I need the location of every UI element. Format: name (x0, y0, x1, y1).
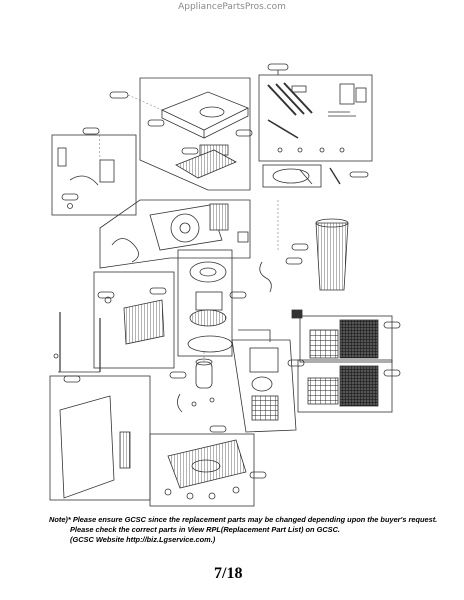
fan-motor-group (177, 249, 247, 357)
condenser-coil-group (93, 271, 175, 369)
drain-hose-group (53, 312, 101, 373)
front-cabinet-group (231, 329, 305, 433)
control-panel-group (51, 127, 137, 216)
base-pan-group (149, 425, 267, 507)
page-number: 7/18 (214, 565, 243, 582)
note-line-1: Note)* Please ensure GCSC since the repl… (49, 515, 438, 524)
accessory-kit-group (258, 63, 373, 162)
air-filter-group (291, 309, 401, 413)
note-line-3: (GCSC Website http://biz.Lgservice.com.) (70, 535, 216, 544)
replacement-parts-note: Note)* Please ensure GCSC since the repl… (49, 515, 449, 545)
blower-assembly-group (99, 199, 251, 269)
compressor-group (169, 358, 215, 413)
note-line-2: Please check the correct parts in View R… (70, 525, 340, 534)
filter-tube-group (259, 218, 349, 293)
side-cover-group (49, 375, 151, 501)
top-cover-group (109, 77, 253, 191)
hose-clamp-group (262, 164, 369, 188)
watermark: AppliancePartsPros.com (178, 2, 286, 12)
